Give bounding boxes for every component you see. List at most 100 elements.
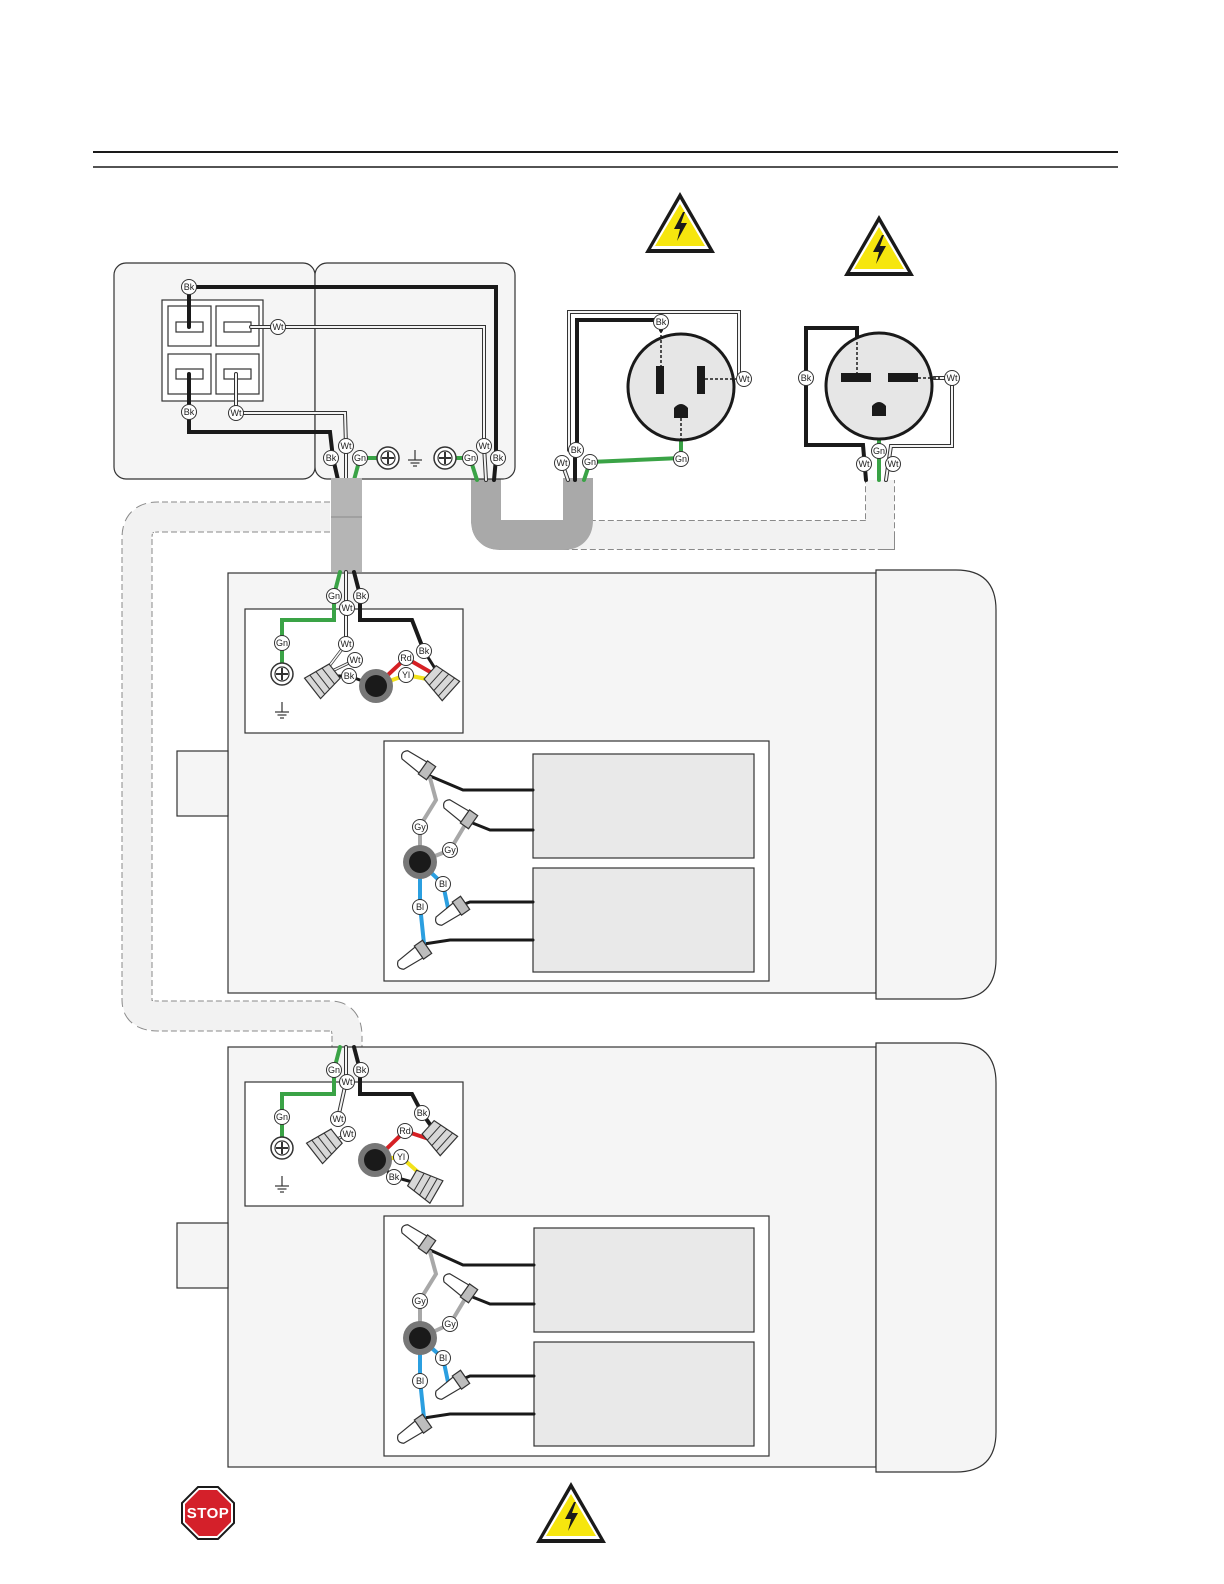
wire-tag-label: Bk — [344, 671, 355, 681]
motor-lead-bolt — [359, 669, 393, 703]
wire-tag-label: Gn — [276, 638, 288, 648]
wire-tag-label: Gn — [354, 453, 366, 463]
wire-tag-label: Bk — [184, 282, 195, 292]
wire-tag-label: Wt — [350, 655, 361, 665]
wire-tag-label: Gy — [444, 1319, 456, 1329]
wire-tag-label: Wt — [341, 639, 352, 649]
warning-icon — [536, 1482, 606, 1543]
wire-tag: Gn — [353, 451, 368, 466]
wire-tag-label: Wt — [557, 458, 568, 468]
warning-icon — [645, 192, 715, 253]
capacitor-box — [534, 1342, 754, 1446]
wire-tag: Bl — [413, 900, 428, 915]
wire-tag-label: Gn — [328, 591, 340, 601]
wire-tag-label: Wt — [342, 603, 353, 613]
wire-tag: Gn — [583, 455, 598, 470]
wire-tag-label: Gy — [414, 822, 426, 832]
ground-screw-icon — [271, 663, 293, 685]
wire-tag: Wt — [271, 320, 286, 335]
wire-tag-label: Bk — [326, 453, 337, 463]
wire-tag: Wt — [555, 456, 570, 471]
motor-lead-bolt — [358, 1143, 392, 1177]
wire-tag: Wt — [945, 371, 960, 386]
wire-tag-label: Wt — [479, 441, 490, 451]
wire-tag: Rd — [398, 1124, 413, 1139]
wire-tag-label: Gn — [584, 457, 596, 467]
wire-tag-label: Wt — [273, 322, 284, 332]
wire-tag: Gn — [674, 452, 689, 467]
wire-tag: Gy — [413, 820, 428, 835]
wire-tag: Gn — [872, 444, 887, 459]
wire-tag: Bl — [413, 1374, 428, 1389]
warning-icon — [844, 215, 914, 276]
wire-tag: Gn — [327, 589, 342, 604]
wire-tag: Wt — [737, 372, 752, 387]
wire-tag-label: Gn — [464, 453, 476, 463]
wire-tag: Wt — [229, 406, 244, 421]
wire-tag: Bk — [491, 451, 506, 466]
wire-tag-label: Wt — [341, 441, 352, 451]
ground-screw-icon — [434, 447, 456, 469]
stop-sign-icon: STOP — [182, 1487, 234, 1539]
wire-tag: Gn — [275, 1110, 290, 1125]
wire-tag: Bk — [182, 280, 197, 295]
wire-tag-label: Bl — [416, 902, 424, 912]
stop-sign-text: STOP — [187, 1505, 230, 1522]
wire-tag: Gy — [413, 1294, 428, 1309]
conduit-connector — [331, 478, 362, 572]
wire-tag-label: Yl — [402, 670, 410, 680]
wire-tag-label: Bl — [439, 879, 447, 889]
wire-tag-label: Bk — [184, 407, 195, 417]
wire-tag-label: Gn — [873, 446, 885, 456]
capacitor-box — [534, 1228, 754, 1332]
wire-tag-label: Wt — [343, 1129, 354, 1139]
motor-lead-bolt — [403, 845, 437, 879]
wire-tag-label: Wt — [859, 459, 870, 469]
wire-tag: Bk — [415, 1106, 430, 1121]
wire-tag-label: Yl — [397, 1152, 405, 1162]
wire-tag-label: Bk — [419, 646, 430, 656]
wire-tag-label: Bk — [356, 1065, 367, 1075]
wire-tag-label: Rd — [399, 1126, 411, 1136]
wire-tag-label: Bk — [389, 1172, 400, 1182]
wire-tag: Yl — [399, 668, 414, 683]
wire-tag-label: Gn — [276, 1112, 288, 1122]
wire-tag: Wt — [857, 457, 872, 472]
wire-tag: Bk — [569, 443, 584, 458]
wire-tag: Gn — [275, 636, 290, 651]
wire-tag: Wt — [340, 1075, 355, 1090]
wire-tag-label: Gn — [328, 1065, 340, 1075]
wire-tag-label: Wt — [342, 1077, 353, 1087]
wire-tag: Gn — [327, 1063, 342, 1078]
wire-tag: Bk — [354, 1063, 369, 1078]
wire-tag: Bk — [654, 315, 669, 330]
wire-tag-label: Wt — [888, 459, 899, 469]
wire-tag: Gn — [463, 451, 478, 466]
wire-tag: Wt — [341, 1127, 356, 1142]
wire-tag: Wt — [339, 439, 354, 454]
wire-tag: Gy — [443, 843, 458, 858]
wire-tag: Wt — [886, 457, 901, 472]
wire-tag-label: Gy — [414, 1296, 426, 1306]
ground-screw-icon — [377, 447, 399, 469]
wire-tag: Bl — [436, 877, 451, 892]
wire-tag: Yl — [394, 1150, 409, 1165]
wire-tag-label: Bk — [417, 1108, 428, 1118]
wire-tag-label: Wt — [333, 1114, 344, 1124]
motor-1 — [177, 570, 996, 999]
wire-tag: Wt — [477, 439, 492, 454]
wire-tag-label: Wt — [947, 373, 958, 383]
wire-tag-label: Bk — [356, 591, 367, 601]
ground-screw-icon — [271, 1137, 293, 1159]
wire-tag: Bk — [182, 405, 197, 420]
wire-tag-label: Rd — [400, 653, 412, 663]
wire-tag: Rd — [399, 651, 414, 666]
wire-tag: Bk — [342, 669, 357, 684]
wire-tag: Wt — [331, 1112, 346, 1127]
capacitor-box — [533, 868, 754, 972]
wire-tag: Gy — [443, 1317, 458, 1332]
wire-tag: Bk — [324, 451, 339, 466]
wire-tag-label: Bl — [416, 1376, 424, 1386]
motor-lead-bolt — [403, 1321, 437, 1355]
